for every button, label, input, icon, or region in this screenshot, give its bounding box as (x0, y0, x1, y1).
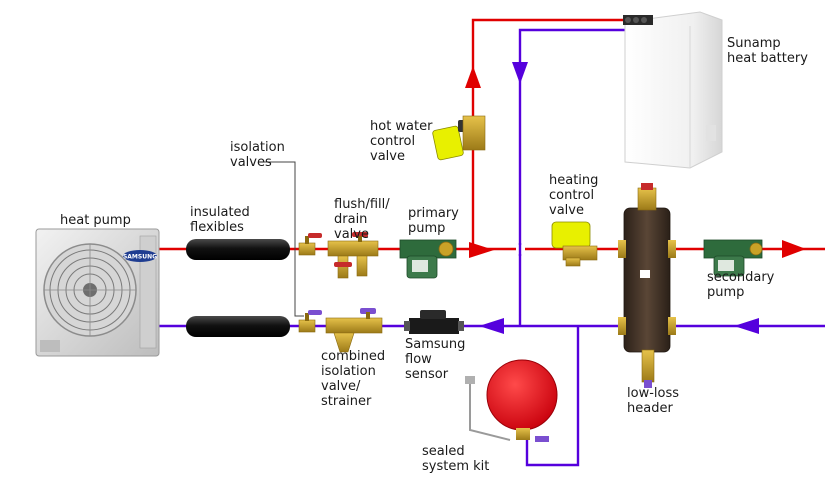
label-heat-pump: heat pump (60, 213, 131, 228)
label-insulated-flexibles: insulated flexibles (190, 205, 250, 235)
isolation-valve-flow (298, 233, 322, 256)
combined-isolation-valve-strainer (325, 308, 383, 353)
label-flush-fill-drain-valve: flush/fill/ drain valve (334, 197, 390, 242)
sunamp-heat-battery (623, 11, 723, 169)
flow-pipework (158, 18, 825, 251)
label-secondary-pump: secondary pump (707, 270, 775, 300)
isolation-valve-return (298, 310, 322, 333)
label-sunamp-heat-battery: Sunamp heat battery (727, 36, 808, 66)
label-hot-water-control-valve: hot water control valve (370, 119, 433, 164)
heat-pump-brand: SAMSUNG (123, 254, 157, 261)
flow-arrow-right-icon (782, 240, 806, 258)
flow-pipe-to-battery (471, 18, 628, 249)
label-isolation-valves: isolation valves (230, 140, 285, 170)
heating-control-valve (551, 221, 598, 267)
sealed-system-kit (465, 359, 558, 442)
heat-pump-unit: SAMSUNG (35, 228, 160, 357)
label-low-loss-header: low-loss header (627, 386, 679, 416)
return-insulated-flexible (186, 316, 290, 337)
insulated-flexibles (186, 239, 290, 337)
label-combined-isolation-valve-strainer: combined isolation valve/ strainer (321, 349, 386, 409)
return-pipe-from-battery (518, 28, 648, 326)
primary-pump (399, 239, 457, 279)
flow-insulated-flexible (186, 239, 290, 260)
return-arrow-left-icon (479, 318, 504, 334)
return-arrow-down-icon (512, 62, 528, 84)
hot-water-control-valve (432, 115, 486, 161)
return-arrow-left-icon (734, 318, 759, 334)
samsung-flow-sensor (404, 310, 464, 334)
return-pipe-to-expansion (525, 326, 580, 467)
secondary-pump (703, 239, 763, 277)
samsung-logo (123, 250, 157, 262)
label-heating-control-valve: heating control valve (549, 173, 599, 218)
flow-arrow-up-icon (465, 66, 481, 88)
label-sealed-system-kit: sealed system kit (422, 444, 490, 474)
label-primary-pump: primary pump (408, 206, 459, 236)
flow-arrow-right-icon (469, 242, 494, 258)
low-loss-header (618, 183, 676, 388)
label-samsung-flow-sensor: Samsung flow sensor (405, 337, 466, 382)
flush-fill-drain-valve (327, 232, 379, 279)
